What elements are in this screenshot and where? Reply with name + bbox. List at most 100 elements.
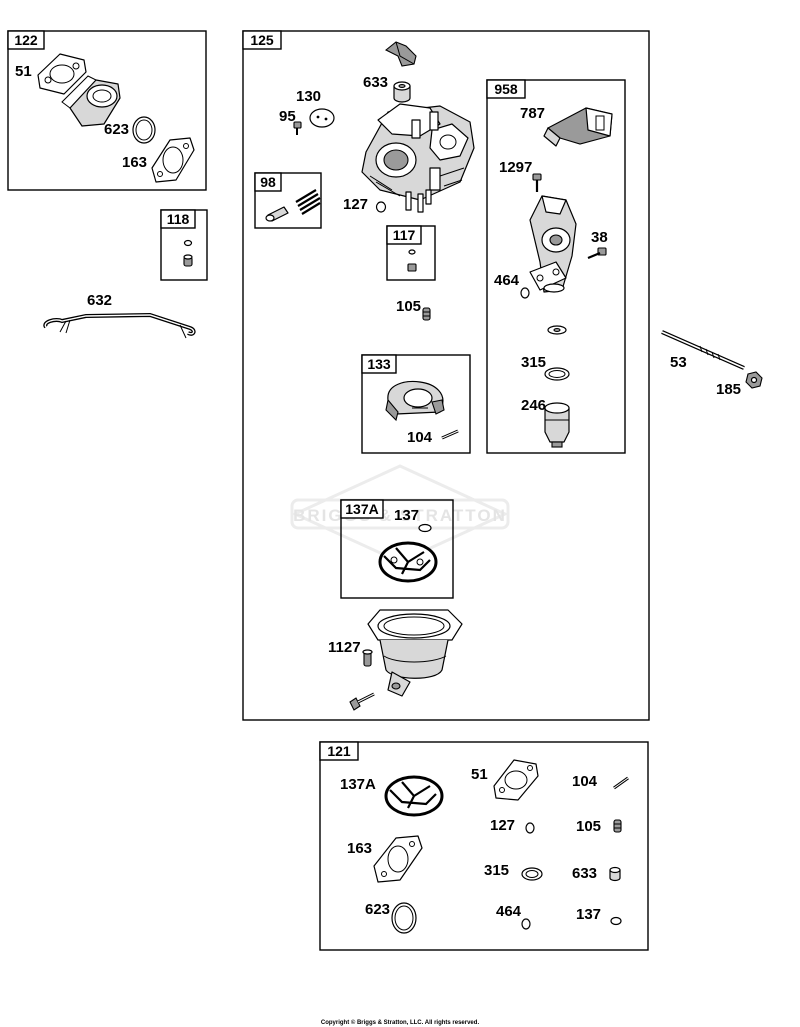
kit-315-o-ring <box>521 867 543 881</box>
group-125-frame <box>242 30 650 721</box>
group-122-tag <box>7 30 45 50</box>
label-623[interactable]: 623 <box>104 121 129 138</box>
group-958-number[interactable]: 958 <box>494 81 518 97</box>
label-53[interactable]: 53 <box>670 354 687 371</box>
part-163-gasket <box>151 137 195 183</box>
group-958-tag <box>486 79 526 99</box>
part-1297-screw <box>532 173 542 192</box>
group-125-tag <box>242 30 282 50</box>
group-133-tag <box>361 354 397 374</box>
part-105-jet <box>422 307 431 321</box>
kit-633-bushing <box>609 866 621 882</box>
kit-label-623[interactable]: 623 <box>365 901 390 918</box>
part-117-jet-and-washer <box>407 249 417 272</box>
group-122-intake: 122 51 623 163 <box>7 30 207 191</box>
label-633[interactable]: 633 <box>363 74 388 91</box>
kit-623-o-ring <box>391 902 417 934</box>
label-787[interactable]: 787 <box>520 105 545 122</box>
part-float-bowl <box>367 609 463 697</box>
kit-137a-bowl-gasket <box>384 775 444 817</box>
kit-105-jet <box>613 819 622 833</box>
kit-label-104[interactable]: 104 <box>572 773 598 790</box>
kit-label-464[interactable]: 464 <box>496 903 522 920</box>
label-163[interactable]: 163 <box>122 154 147 171</box>
part-intake-adapter <box>61 75 121 127</box>
copyright-text: Copyright © Briggs & Stratton, LLC. All … <box>321 1019 480 1026</box>
kit-label-105[interactable]: 105 <box>576 818 601 835</box>
part-185-nut <box>745 371 763 389</box>
part-623-o-ring <box>132 116 156 144</box>
group-118-tag <box>160 209 196 229</box>
part-958-choke-housing <box>529 195 577 293</box>
part-carburetor-body <box>361 103 475 213</box>
part-bowl-drain-screw <box>349 692 375 711</box>
group-118-number[interactable]: 118 <box>167 211 190 227</box>
part-127-o-ring <box>375 201 387 213</box>
kit-127-o-ring <box>525 822 535 834</box>
label-51[interactable]: 51 <box>15 63 32 80</box>
label-95[interactable]: 95 <box>279 108 296 125</box>
label-1297[interactable]: 1297 <box>499 159 532 176</box>
part-315-o-ring <box>544 367 570 381</box>
group-121-tag <box>319 741 359 761</box>
group-133-number[interactable]: 133 <box>367 356 391 372</box>
part-38-screw <box>587 247 607 260</box>
kit-label-633[interactable]: 633 <box>572 865 597 882</box>
group-122-frame <box>7 30 207 191</box>
group-118: 118 <box>160 209 208 281</box>
part-throttle-lever <box>384 41 417 67</box>
part-246-fuel-solenoid <box>544 402 570 448</box>
group-133-frame <box>361 354 471 454</box>
part-51-flange-gasket <box>37 53 87 95</box>
part-632-governor-spring <box>43 312 196 339</box>
kit-label-163[interactable]: 163 <box>347 840 372 857</box>
group-98-number[interactable]: 98 <box>260 174 276 190</box>
kit-label-137a[interactable]: 137A <box>340 776 376 793</box>
group-98-frame <box>254 172 322 229</box>
label-1127[interactable]: 1127 <box>328 639 361 656</box>
label-104[interactable]: 104 <box>407 429 433 446</box>
group-121-number[interactable]: 121 <box>327 743 351 759</box>
part-464-washer <box>520 287 530 299</box>
kit-label-137[interactable]: 137 <box>576 906 601 923</box>
group-125-number[interactable]: 125 <box>250 32 274 48</box>
part-133-float <box>385 380 445 422</box>
label-137[interactable]: 137 <box>394 507 419 524</box>
group-117-number[interactable]: 117 <box>393 227 416 243</box>
label-38[interactable]: 38 <box>591 229 608 246</box>
part-118-washer-and-plug <box>183 239 193 267</box>
kit-104-float-pin <box>613 776 629 790</box>
group-137a-number[interactable]: 137A <box>345 501 378 517</box>
kit-163-gasket <box>373 835 423 883</box>
label-105[interactable]: 105 <box>396 298 421 315</box>
label-464[interactable]: 464 <box>494 272 520 289</box>
part-98-idle-screw-and-spring <box>265 189 321 222</box>
group-117-tag <box>386 225 422 245</box>
part-787-choke-lever <box>543 107 613 147</box>
kit-464-washer <box>521 918 531 930</box>
part-137a-bowl-gasket <box>378 541 438 583</box>
label-315[interactable]: 315 <box>521 354 546 371</box>
label-185[interactable]: 185 <box>716 381 741 398</box>
group-121-gasket-kit: 121 137A 51 104 127 105 <box>319 741 649 951</box>
group-122-number[interactable]: 122 <box>14 32 38 48</box>
label-130[interactable]: 130 <box>296 88 321 105</box>
part-130-throttle-plate <box>309 108 335 128</box>
kit-label-51[interactable]: 51 <box>471 766 488 783</box>
part-53-stud <box>661 330 745 370</box>
kit-label-315[interactable]: 315 <box>484 862 509 879</box>
group-137a-tag <box>340 499 384 519</box>
group-125-carburetor: 125 633 130 95 <box>242 30 650 721</box>
part-958-gasket-washer <box>547 325 567 335</box>
part-137-o-ring <box>418 523 432 533</box>
group-958-frame <box>486 79 626 454</box>
kit-label-127[interactable]: 127 <box>490 817 515 834</box>
part-633-bushing <box>393 81 411 103</box>
kit-137-o-ring <box>610 916 622 926</box>
part-1127-bowl-screw <box>362 649 373 667</box>
label-246[interactable]: 246 <box>521 397 546 414</box>
label-127[interactable]: 127 <box>343 196 368 213</box>
part-104-float-pin <box>441 429 459 440</box>
label-632[interactable]: 632 <box>87 292 112 309</box>
